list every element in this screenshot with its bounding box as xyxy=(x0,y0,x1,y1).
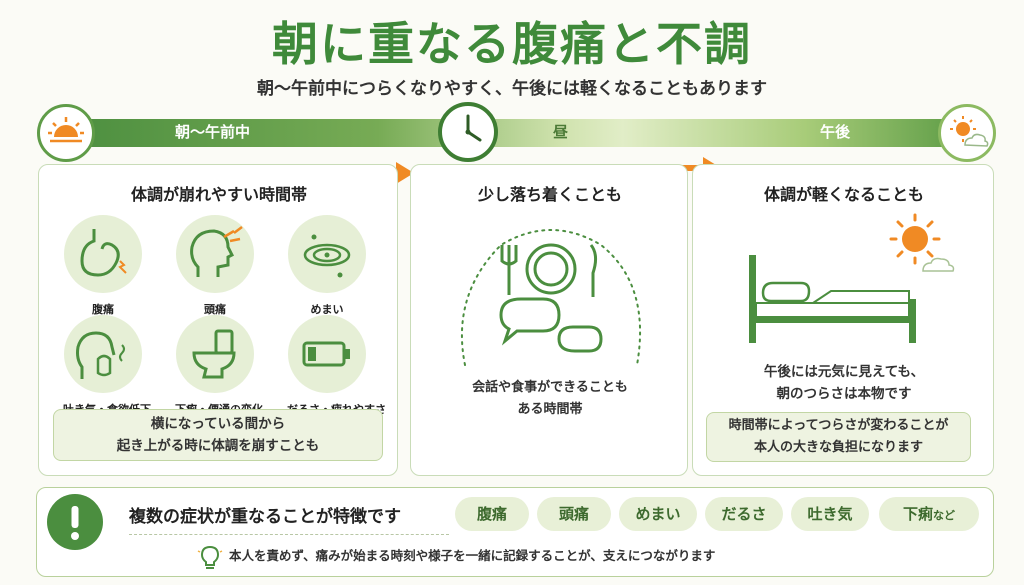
timeline-label-morning: 朝〜午前中 xyxy=(175,123,251,141)
exclamation-icon xyxy=(47,494,103,550)
nausea-icon xyxy=(76,331,125,379)
symptom-diarrhea: 下痢・便通の変化 xyxy=(175,315,263,417)
morning-note: 横になっている間から 起き上がる時に体調を崩すことも xyxy=(53,409,383,461)
lightbulb-icon xyxy=(197,545,223,569)
symptom-nausea: 吐き気・食欲低下 xyxy=(63,315,151,417)
sun-cloud-icon xyxy=(938,104,996,162)
morning-heading: 体調が崩れやすい時間帯 xyxy=(130,185,307,204)
stomach-icon xyxy=(80,229,127,277)
bed-icon xyxy=(749,255,916,343)
low-battery-icon xyxy=(302,341,350,367)
afternoon-panel: 体調が軽くなることも 午後には元気に見えても、 朝のつらさは本物です 時間帯によ… xyxy=(692,164,994,476)
symptom-fatigue: だるさ・疲れやすさ xyxy=(287,315,386,417)
sunrise-icon xyxy=(37,104,95,162)
summary-heading: 複数の症状が重なることが特徴です xyxy=(129,507,401,527)
morning-panel: 体調が崩れやすい時間帯 腹痛 頭痛 め xyxy=(38,164,398,476)
symptom-chip: 腹痛 xyxy=(455,497,529,531)
afternoon-description: 午後には元気に見えても、 朝のつらさは本物です xyxy=(763,364,925,402)
sun-icon xyxy=(889,213,955,272)
afternoon-heading: 体調が軽くなることも xyxy=(763,185,924,204)
symptom-dizziness: めまい xyxy=(287,215,367,317)
symptom-headache: 頭痛 xyxy=(175,215,255,317)
noon-panel: 少し落ち着くことも 会話や食事ができることも ある時間帯 xyxy=(410,164,688,476)
timeline-label-afternoon: 午後 xyxy=(820,123,851,141)
symptom-chip: だるさ xyxy=(705,497,783,531)
symptom-chip: めまい xyxy=(619,497,697,531)
summary-box: 複数の症状が重なることが特徴です 腹痛 頭痛 めまい だるさ 吐き気 下痢など … xyxy=(36,487,994,577)
meal-conversation-icon xyxy=(461,229,641,366)
headache-icon xyxy=(190,226,243,277)
timeline-bar xyxy=(60,119,968,147)
symptom-chip: 吐き気 xyxy=(791,497,869,531)
symptom-chip: 下痢など xyxy=(879,497,979,531)
divider xyxy=(129,534,449,535)
afternoon-note: 時間帯によってつらさが変わることが 本人の大きな負担になります xyxy=(706,412,971,462)
page-subtitle: 朝〜午前中につらくなりやすく、午後には軽くなることもあります xyxy=(257,79,767,99)
page-title: 朝に重なる腹痛と不調 xyxy=(272,17,752,71)
symptom-chip: 頭痛 xyxy=(537,497,611,531)
symptom-stomachache: 腹痛 xyxy=(63,215,143,317)
dizzy-icon xyxy=(303,234,351,278)
support-tip: 本人を責めず、痛みが始まる時刻や様子を一緒に記録することが、支えにつながります xyxy=(229,548,716,563)
timeline-label-noon: 昼 xyxy=(553,123,569,141)
noon-heading: 少し落ち着くことも xyxy=(477,185,622,204)
noon-description: 会話や食事ができることも ある時間帯 xyxy=(472,380,628,417)
clock-icon xyxy=(438,102,498,162)
toilet-icon xyxy=(192,329,236,379)
